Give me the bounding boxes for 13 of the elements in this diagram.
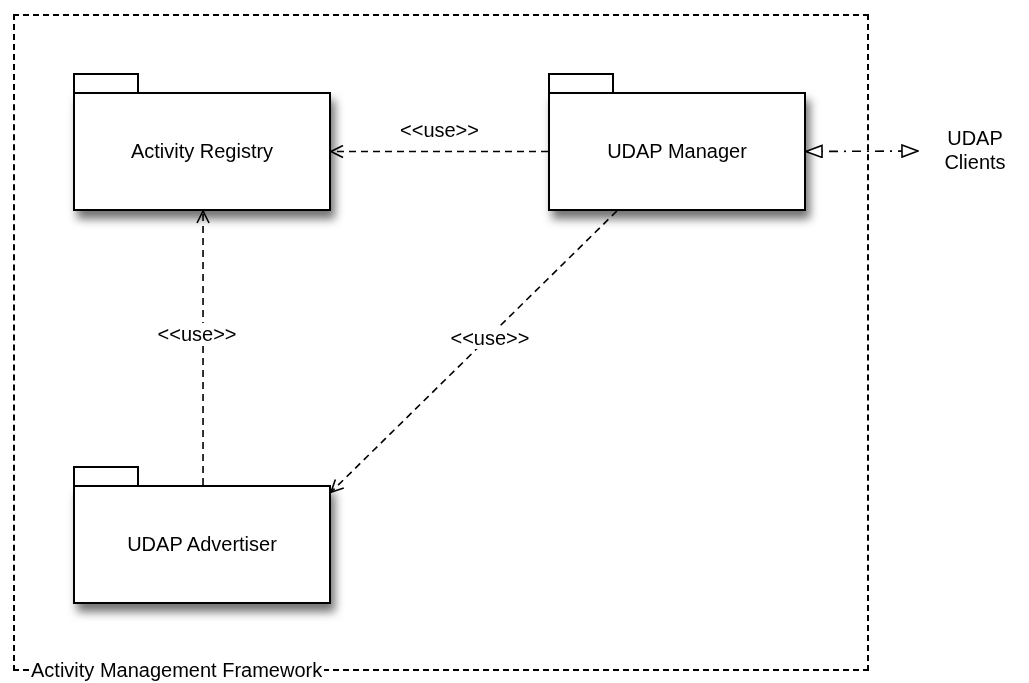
package-name: UDAP Advertiser (127, 533, 277, 556)
actor-label: UDAP Clients (925, 126, 1025, 176)
edge-label: <<use>> (448, 326, 532, 349)
dependency-arrow (330, 210, 618, 493)
dependency-arrow (330, 144, 549, 159)
dependency-arrow (805, 144, 919, 159)
dependency-arrow (196, 210, 210, 486)
package-name: Activity Management Framework (29, 659, 325, 681)
package-box (73, 73, 331, 211)
package-name: UDAP Manager (607, 140, 747, 163)
package-box (548, 73, 806, 211)
package-name: Activity Registry (130, 140, 274, 163)
package-box (73, 466, 331, 604)
